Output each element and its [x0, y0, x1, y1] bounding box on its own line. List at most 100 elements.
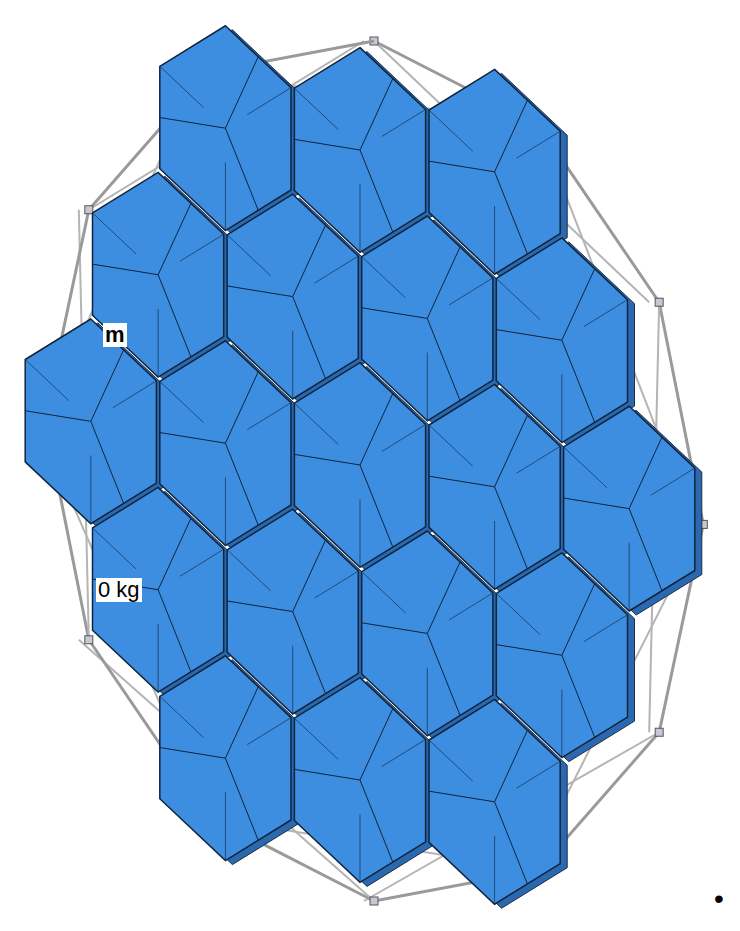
panel-seam: [382, 739, 426, 766]
text-label: m: [103, 323, 127, 347]
mirror-segment: [294, 678, 425, 883]
panel-seam: [562, 584, 595, 655]
panel-seam: [561, 374, 562, 442]
panel-seam: [584, 615, 628, 642]
panel-seam: [225, 162, 226, 230]
panel-seam: [427, 353, 428, 421]
panel-seam: [158, 590, 191, 672]
panel-seam: [360, 780, 393, 862]
panel-seam: [494, 206, 495, 274]
panel-seam: [564, 498, 630, 509]
panel-seam: [496, 278, 540, 319]
text-label: 0 kg: [96, 578, 142, 602]
panel-seam: [293, 225, 326, 296]
panel-seam: [564, 447, 608, 488]
panel-seam: [294, 454, 360, 465]
panel-seam: [180, 234, 224, 261]
panel-seam: [160, 696, 204, 737]
panel-seam: [293, 612, 326, 694]
panel-seam: [225, 792, 226, 860]
panel-seam: [294, 718, 338, 759]
panel-seam: [516, 446, 560, 473]
panel-seam: [584, 300, 628, 327]
panel-seam: [362, 257, 406, 298]
panel-seam: [360, 814, 361, 882]
panel-seam: [360, 465, 393, 547]
panel-seam: [25, 411, 91, 422]
panel-seam: [516, 131, 560, 158]
panel-seam: [160, 118, 226, 129]
panel-seam: [496, 645, 562, 656]
panel-seam: [225, 372, 258, 443]
panel-seam: [429, 476, 495, 487]
panel-seam: [516, 761, 560, 788]
panel-seam: [360, 79, 393, 150]
truss-node: [85, 636, 93, 644]
panel-seam: [293, 297, 326, 379]
panel-seam: [160, 433, 226, 444]
text-label: •: [712, 884, 726, 915]
panel-seam: [427, 318, 460, 400]
truss-node: [85, 206, 93, 214]
panel-seam: [225, 758, 258, 840]
panel-seam: [247, 88, 291, 115]
panel-seam: [495, 172, 528, 254]
panel-seam: [158, 518, 191, 589]
panel-seam: [360, 184, 361, 252]
panel-seam: [25, 360, 69, 401]
panel-seam: [427, 247, 460, 318]
panel-seam: [294, 88, 338, 129]
panel-seam: [93, 213, 137, 254]
panel-seam: [360, 709, 393, 780]
panel-seam: [294, 403, 338, 444]
panel-seam: [247, 403, 291, 430]
panel-seam: [93, 528, 137, 569]
mirror-segments: [25, 26, 695, 904]
mirror-segment: [25, 319, 156, 524]
mirror-segment: [160, 656, 291, 861]
panel-seam: [562, 655, 595, 737]
panel-seam: [382, 109, 426, 136]
panel-seam: [225, 687, 258, 758]
panel-seam: [495, 802, 528, 884]
panel-seam: [494, 836, 495, 904]
panel-seam: [629, 509, 662, 591]
panel-seam: [113, 381, 157, 408]
panel-seam: [160, 381, 204, 422]
mirror-segment: [93, 487, 224, 692]
panel-seam: [360, 150, 393, 232]
panel-seam: [449, 593, 493, 620]
panel-seam: [91, 421, 124, 503]
panel-seam: [294, 769, 360, 780]
panel-seam: [449, 278, 493, 305]
panel-seam: [429, 791, 495, 802]
panel-seam: [495, 415, 528, 486]
truss-node: [655, 298, 663, 306]
panel-seam: [496, 330, 562, 341]
panel-seam: [495, 487, 528, 569]
panel-seam: [93, 264, 159, 275]
panel-seam: [562, 269, 595, 340]
panel-seam: [293, 540, 326, 611]
panel-seam: [227, 601, 293, 612]
panel-seam: [292, 646, 293, 714]
panel-seam: [382, 424, 426, 451]
panel-seam: [91, 350, 124, 421]
truss-node: [655, 728, 663, 736]
truss-node: [370, 897, 378, 905]
panel-seam: [292, 331, 293, 399]
panel-seam: [225, 128, 258, 210]
panel-seam: [225, 57, 258, 128]
panel-seam: [158, 309, 159, 377]
panel-seam: [90, 455, 91, 523]
panel-seam: [495, 730, 528, 801]
panel-seam: [360, 394, 393, 465]
panel-seam: [227, 550, 271, 591]
panel-seam: [494, 521, 495, 589]
panel-seam: [362, 572, 406, 613]
mirror-segment: [429, 699, 560, 904]
panel-seam: [362, 308, 428, 319]
panel-seam: [362, 623, 428, 634]
panel-seam: [225, 477, 226, 545]
